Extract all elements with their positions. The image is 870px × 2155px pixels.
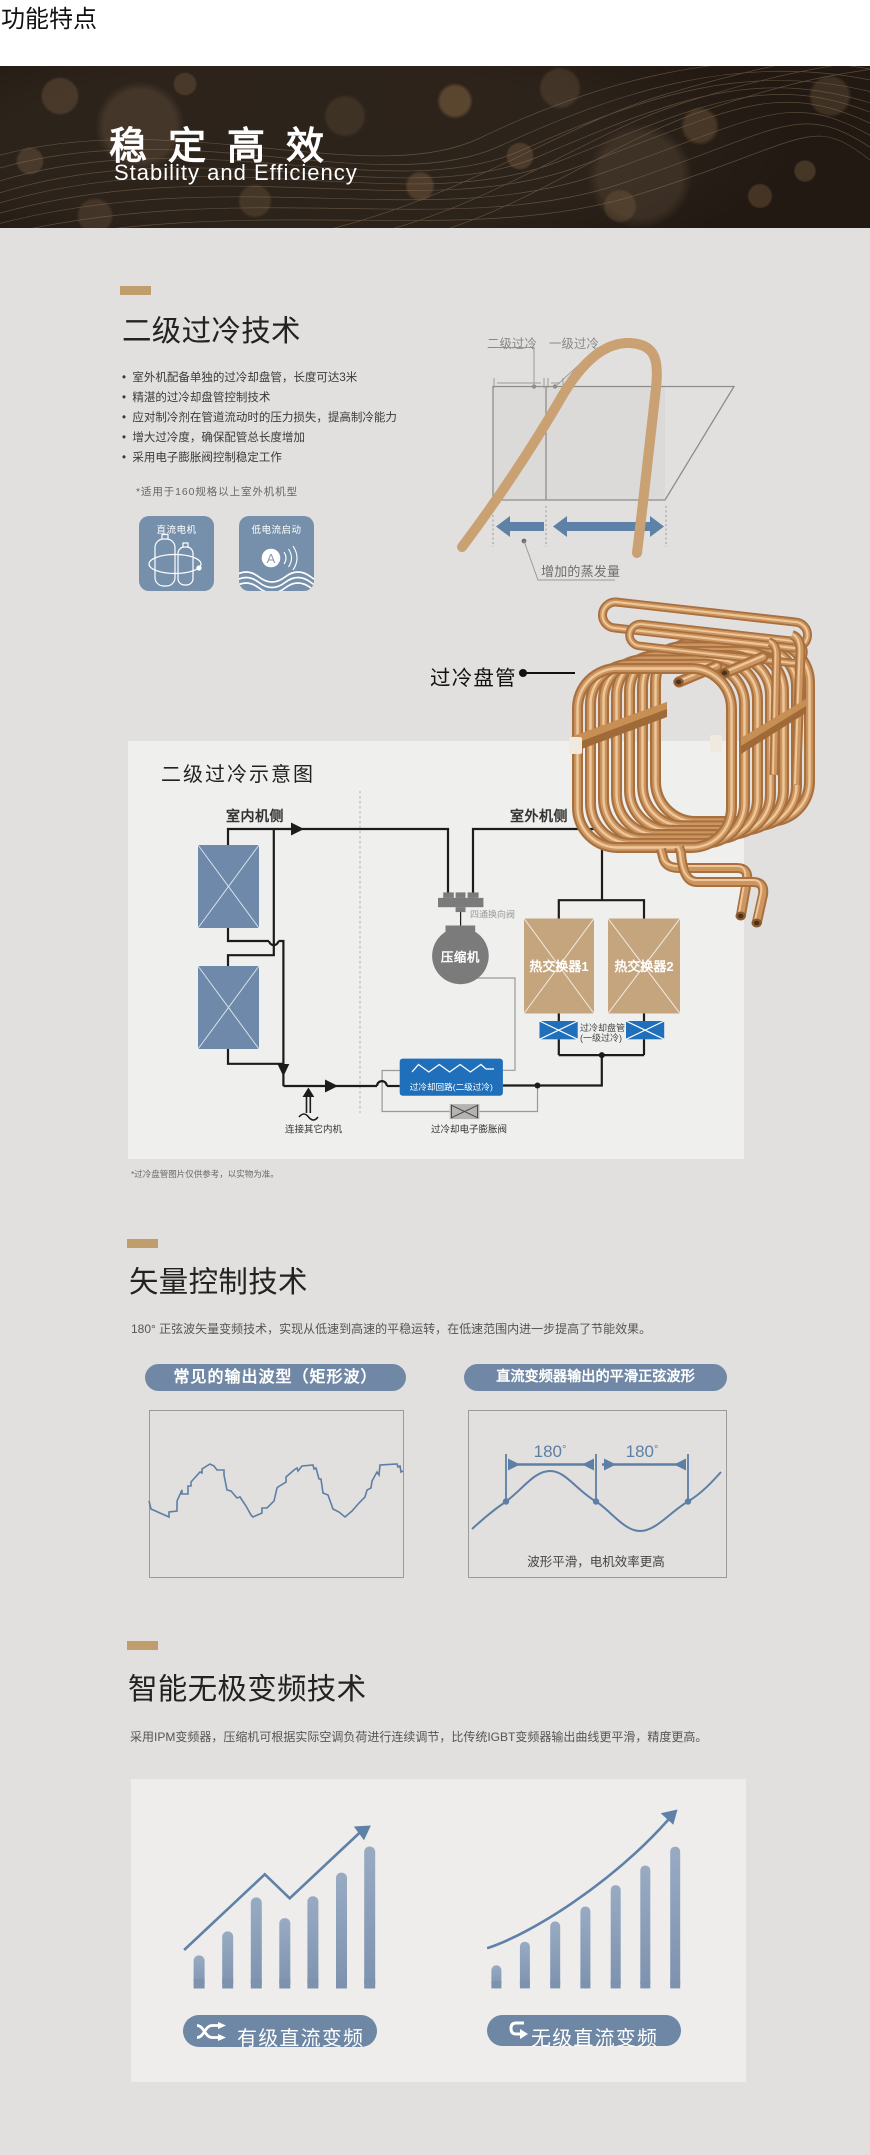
svg-text:室内机侧: 室内机侧 bbox=[226, 808, 284, 824]
svg-text:热交换器2: 热交换器2 bbox=[614, 959, 673, 974]
svg-text:室外机侧: 室外机侧 bbox=[510, 808, 568, 824]
svg-text:四通换向阀: 四通换向阀 bbox=[470, 909, 515, 920]
svg-text:热交换器1: 热交换器1 bbox=[529, 959, 588, 974]
svg-text:波形平滑，电机效率更高: 波形平滑，电机效率更高 bbox=[527, 1554, 665, 1569]
svg-text:180°: 180° bbox=[626, 1442, 659, 1461]
svg-text:压缩机: 压缩机 bbox=[441, 950, 480, 965]
svg-text:过冷却电子膨胀阀: 过冷却电子膨胀阀 bbox=[431, 1124, 507, 1136]
svg-text:A: A bbox=[267, 551, 276, 566]
svg-text:过冷却回路(二级过冷): 过冷却回路(二级过冷) bbox=[410, 1081, 493, 1092]
svg-text:连接其它内机: 连接其它内机 bbox=[285, 1124, 343, 1136]
svg-text:180°: 180° bbox=[534, 1442, 567, 1461]
svg-text:(一级过冷): (一级过冷) bbox=[580, 1032, 622, 1043]
svg-text:过冷却盘管: 过冷却盘管 bbox=[580, 1022, 625, 1033]
